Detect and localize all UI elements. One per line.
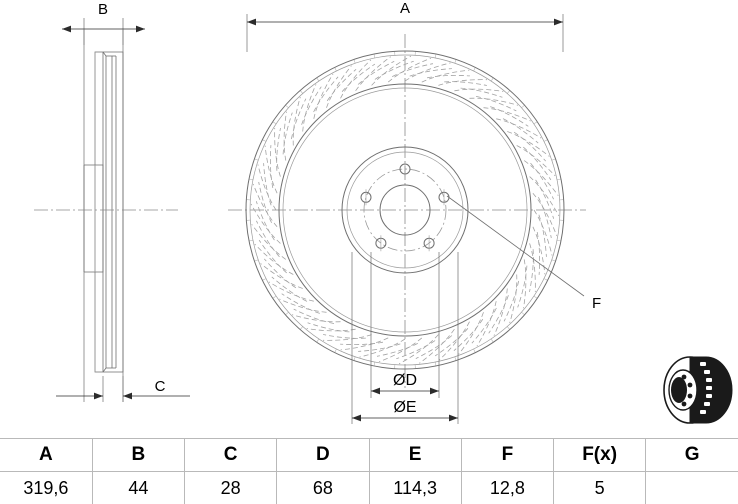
3d-product-render: [663, 356, 733, 424]
dimension-label-b: B: [98, 1, 108, 18]
hat-outer-circle: [341, 146, 469, 274]
table-cell-g: [645, 471, 738, 504]
dimension-e-diameter: ØE: [351, 252, 459, 424]
bolt-holes-group: [360, 161, 450, 252]
table-header-d: D: [276, 438, 370, 472]
dimension-c: C: [56, 376, 190, 402]
table-header-b: B: [91, 438, 186, 472]
brake-disc-drawing-svg: B: [34, 0, 733, 424]
dimension-d-diameter: ØD: [370, 252, 440, 398]
dimension-label-a: A: [400, 0, 410, 17]
dimension-b: B: [62, 1, 145, 45]
dimension-label-c: C: [155, 378, 166, 395]
table-cell-a: 319,6: [0, 471, 93, 504]
table-cell-fx: 5: [552, 471, 647, 504]
bolt-circle: [363, 168, 447, 252]
table-cell-f: 12,8: [460, 471, 555, 504]
table-cell-b: 44: [91, 471, 186, 504]
hat-step-circle: [346, 151, 464, 269]
table-header-a: A: [0, 438, 93, 472]
specification-table: A B C D E F F(x) G 319,6 44 28 68 114,3 …: [0, 438, 738, 504]
table-cell-d: 68: [276, 471, 370, 504]
disc-outer-circle: [245, 50, 565, 370]
friction-ring-inner-circle: [278, 83, 532, 337]
side-profile-outline: [83, 29, 124, 402]
cooling-vanes-group: [250, 55, 560, 365]
technical-drawing-canvas: B: [34, 0, 733, 424]
table-cell-e: 114,3: [368, 471, 462, 504]
leader-f: F: [446, 195, 601, 312]
table-row: 319,6 44 28 68 114,3 12,8 5: [0, 471, 738, 504]
dimension-label-e: ØE: [393, 399, 416, 416]
disc-outer-chamfer-circle: [249, 54, 561, 366]
side-section-view: B: [34, 1, 190, 402]
friction-ring-step-circle: [282, 87, 528, 333]
dimension-a: A: [246, 0, 564, 52]
table-header-fx: F(x): [552, 438, 647, 472]
dimension-label-d: ØD: [393, 372, 417, 389]
table-cell-c: 28: [183, 471, 278, 504]
ring-tick-marks: [246, 51, 564, 369]
table-header-f: F: [460, 438, 555, 472]
table-header-g: G: [645, 438, 738, 472]
table-header-c: C: [183, 438, 278, 472]
dimension-label-f: F: [592, 295, 601, 312]
center-bore-circle: [379, 184, 431, 236]
table-header-row: A B C D E F F(x) G: [0, 438, 738, 472]
front-face-view: A: [228, 0, 601, 424]
table-header-e: E: [368, 438, 462, 472]
